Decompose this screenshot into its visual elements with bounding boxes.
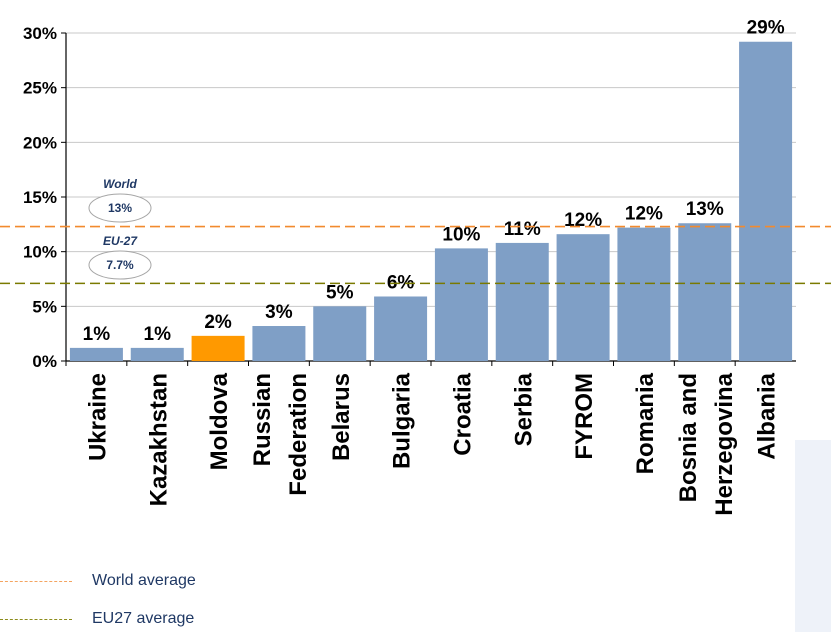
background-panel — [795, 440, 831, 632]
category-label: Bulgaria — [389, 372, 416, 469]
value-label: 1% — [83, 324, 111, 345]
bar — [374, 296, 428, 361]
value-label: 29% — [747, 18, 785, 39]
category-label: Herzegovina — [711, 372, 738, 515]
category-label: Kazakhstan — [145, 373, 172, 506]
reference-value: 13% — [108, 201, 132, 215]
bar — [313, 306, 367, 361]
category-label: Serbia — [510, 372, 537, 446]
value-label: 12% — [625, 204, 663, 225]
category-label: Ukraine — [84, 373, 111, 461]
legend-eu-label: EU27 average — [92, 610, 195, 627]
category-label: Federation — [285, 373, 312, 496]
y-tick-label: 10% — [23, 243, 57, 262]
bar — [678, 223, 732, 361]
value-label: 3% — [265, 302, 293, 323]
category-label: Bosnia and — [675, 373, 702, 502]
legend-world-line — [0, 581, 72, 582]
value-label: 2% — [204, 312, 232, 333]
value-label: 5% — [326, 282, 354, 303]
reference-oval — [88, 250, 152, 280]
legend-eu-line — [0, 619, 72, 620]
value-label: 13% — [686, 199, 724, 220]
legend-eu: EU27 average — [0, 609, 260, 631]
value-label: 6% — [387, 272, 415, 293]
category-label: FYROM — [571, 373, 598, 460]
reference-oval — [88, 193, 152, 223]
bar — [434, 248, 488, 361]
y-tick-label: 25% — [23, 79, 57, 98]
category-label: Albania — [754, 372, 781, 459]
value-label: 11% — [504, 219, 541, 240]
category-label: Belarus — [328, 373, 355, 461]
bar — [252, 326, 306, 361]
bar — [69, 347, 123, 361]
y-tick-label: 20% — [23, 133, 57, 152]
reference-value: 7.7% — [106, 258, 134, 272]
y-tick-label: 15% — [23, 188, 57, 207]
bar — [617, 227, 671, 361]
reference-name: World — [103, 177, 137, 191]
bar — [191, 335, 245, 361]
bar — [130, 347, 184, 361]
bar — [556, 234, 610, 361]
bar — [495, 242, 549, 361]
bar — [739, 41, 793, 361]
legend-world: World average — [0, 571, 260, 593]
y-tick-label: 30% — [23, 24, 57, 43]
y-tick-label: 5% — [32, 297, 57, 316]
category-label: Croatia — [449, 372, 476, 455]
value-label: 10% — [442, 224, 480, 245]
y-tick-label: 0% — [32, 352, 57, 371]
value-label: 12% — [564, 210, 602, 231]
category-label: Russian — [249, 373, 276, 466]
legend-world-label: World average — [92, 572, 196, 589]
category-label: Moldova — [206, 372, 233, 470]
reference-name: EU-27 — [103, 234, 138, 248]
value-label: 1% — [144, 324, 172, 345]
category-label: Romania — [632, 372, 659, 474]
